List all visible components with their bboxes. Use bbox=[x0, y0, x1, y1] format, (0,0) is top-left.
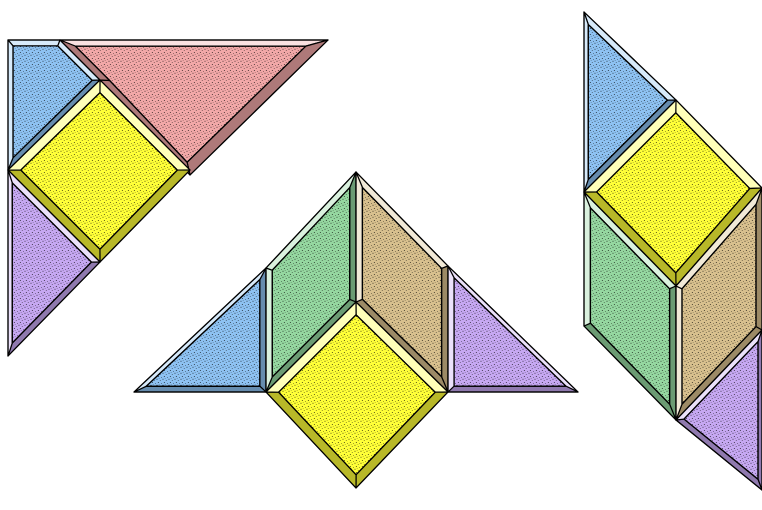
figure-center-arrow bbox=[134, 172, 578, 488]
center-purple-triangle-piece bbox=[448, 266, 578, 392]
center-blue-triangle-piece bbox=[134, 268, 266, 392]
figure-right-parallelogram bbox=[584, 12, 762, 490]
